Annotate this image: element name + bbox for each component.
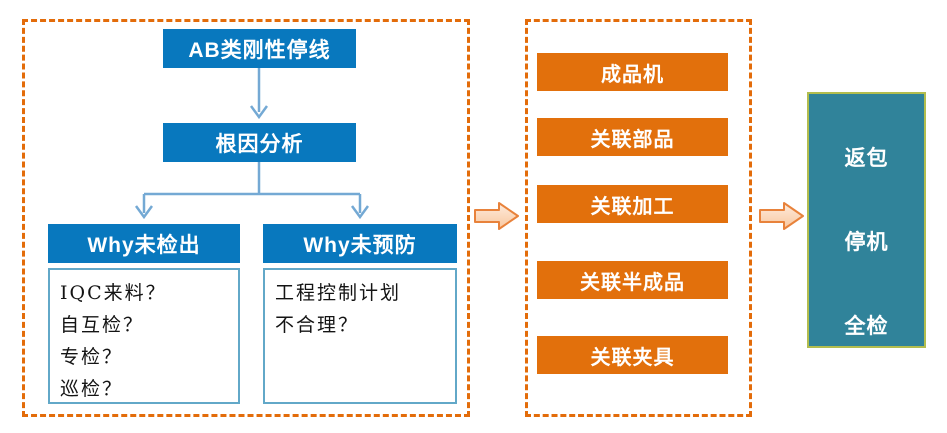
branch-header-not-prevented: Why未预防 — [263, 224, 457, 263]
scope-item-related-processing: 关联加工 — [537, 185, 728, 223]
scope-item-related-fixtures: 关联夹具 — [537, 336, 728, 374]
scope-item-finished-machine: 成品机 — [537, 53, 728, 91]
note-line: 不合理？ — [275, 314, 360, 336]
scope-item-related-parts: 关联部品 — [537, 118, 728, 156]
node-root-cause-analysis: 根因分析 — [163, 123, 356, 162]
related-scope-panel — [525, 19, 752, 417]
note-line: 专检？ — [60, 346, 124, 368]
flow-arrow-icon — [759, 202, 804, 230]
action-full-inspection: 全检 — [844, 315, 889, 338]
note-line: IQC来料？ — [60, 282, 167, 304]
branch-notes-not-prevented: 工程控制计划 不合理？ — [263, 268, 457, 404]
branch-header-not-detected: Why未检出 — [48, 224, 240, 263]
action-stop-machine: 停机 — [844, 231, 889, 254]
note-line: 巡检？ — [60, 378, 124, 400]
action-rework: 返包 — [844, 147, 889, 170]
flow-arrow-icon — [474, 202, 519, 230]
note-line: 自互检？ — [60, 314, 145, 336]
root-cause-panel — [22, 19, 470, 417]
branch-notes-not-detected: IQC来料？ 自互检？ 专检？ 巡检？ — [48, 268, 240, 404]
scope-item-related-semifinished: 关联半成品 — [537, 261, 728, 299]
action-box: 返包 停机 全检 — [807, 92, 926, 348]
note-line: 工程控制计划 — [275, 282, 402, 304]
node-rigid-stop: AB类刚性停线 — [163, 29, 356, 68]
